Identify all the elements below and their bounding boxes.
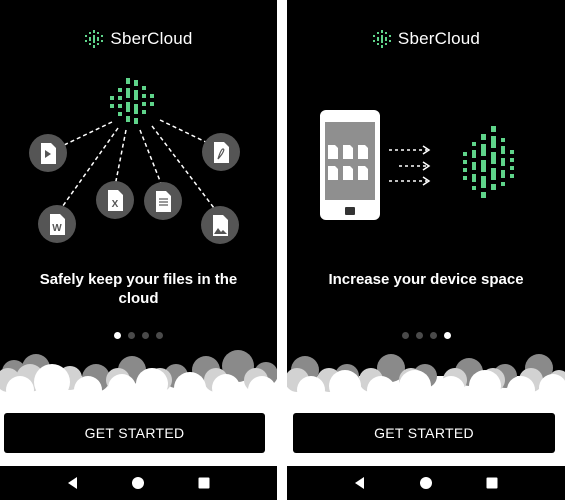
page-indicator — [0, 332, 277, 339]
onboarding-caption: Increase your device space — [328, 271, 524, 288]
brand-name: SberCloud — [397, 29, 481, 48]
system-nav-bar — [287, 466, 565, 500]
page-dot-3[interactable] — [429, 332, 437, 339]
page-dot-4[interactable] — [156, 332, 163, 339]
brand-header: SberCloud — [287, 28, 565, 50]
recents-icon[interactable] — [482, 473, 502, 493]
sbercloud-logo-icon — [372, 30, 391, 48]
home-icon[interactable] — [128, 473, 148, 493]
get-started-button[interactable]: GET STARTED — [4, 413, 265, 453]
page-dot-2[interactable] — [415, 332, 423, 339]
video-file-icon — [29, 134, 67, 172]
system-nav-bar — [0, 466, 277, 500]
pdf-file-icon — [202, 133, 240, 171]
files-to-cloud-illustration: W X — [29, 78, 240, 244]
cloud-logo-icon — [463, 126, 514, 198]
device-to-cloud-illustration — [320, 110, 514, 220]
image-file-icon — [201, 206, 239, 244]
phone-icon — [320, 110, 380, 220]
onboarding-caption: Safely keep your files in the cloud — [39, 271, 238, 307]
word-file-icon: W — [38, 205, 76, 243]
svg-text:W: W — [52, 223, 62, 234]
page-dot-4[interactable] — [443, 332, 451, 339]
back-icon[interactable] — [63, 473, 83, 493]
sbercloud-logo-icon — [85, 30, 104, 48]
transfer-arrows-icon — [389, 145, 431, 186]
brand-name: SberCloud — [110, 29, 193, 48]
onboarding-screen-1: SberCloud — [0, 0, 277, 500]
page-dot-3[interactable] — [142, 332, 149, 339]
brand-header: SberCloud — [0, 28, 277, 50]
page-indicator — [287, 332, 565, 339]
excel-file-icon: X — [96, 181, 134, 219]
page-dot-2[interactable] — [128, 332, 135, 339]
get-started-button[interactable]: GET STARTED — [293, 413, 555, 453]
page-dot-1[interactable] — [401, 332, 409, 339]
back-icon[interactable] — [350, 473, 370, 493]
onboarding-screen-2: SberCloud Increase your de — [287, 0, 565, 500]
home-icon[interactable] — [416, 473, 436, 493]
page-dot-1[interactable] — [114, 332, 121, 339]
cloud-logo-icon — [110, 78, 154, 124]
svg-text:X: X — [112, 199, 119, 210]
recents-icon[interactable] — [194, 473, 214, 493]
document-file-icon — [144, 182, 182, 220]
